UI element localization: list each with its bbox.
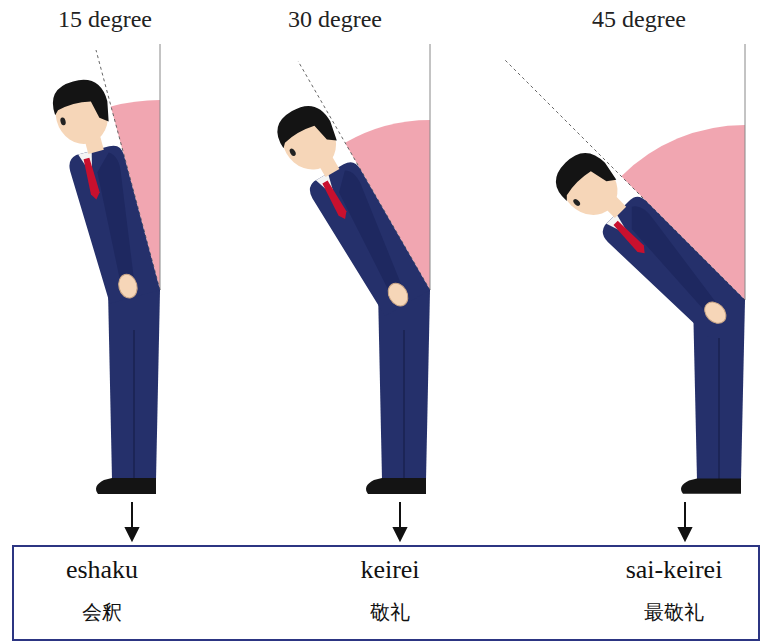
down-arrows [126,502,691,540]
term-box: eshaku 会釈 keirei 敬礼 sai-keirei 最敬礼 [12,545,760,641]
angle-label: 30 degree [288,6,382,33]
term-kanji: 敬礼 [370,599,410,626]
term-kanji: 会釈 [82,599,122,626]
term-romaji: eshaku [66,555,138,585]
angle-label: 45 degree [592,6,686,33]
term-kanji: 最敬礼 [644,599,704,626]
angle-label: 15 degree [58,6,152,33]
term-romaji: sai-keirei [626,555,723,585]
term-romaji: keirei [360,555,419,585]
